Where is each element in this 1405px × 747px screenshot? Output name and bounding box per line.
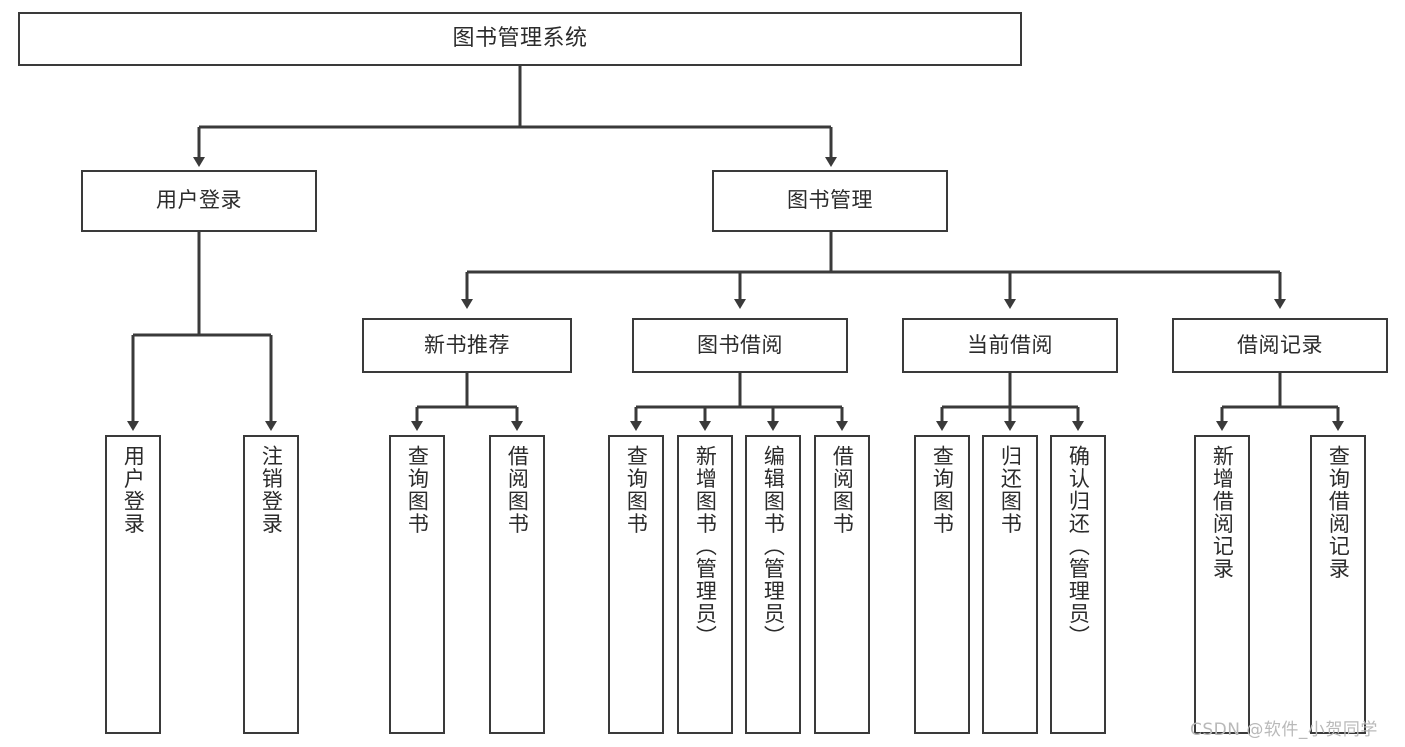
- node-label: 查询图书: [405, 445, 430, 535]
- leaf-query-book-borrow[interactable]: 查询图书: [608, 435, 664, 734]
- node-label: 当前借阅: [967, 332, 1053, 357]
- node-new-book-recommend[interactable]: 新书推荐: [362, 318, 572, 373]
- node-book-management[interactable]: 图书管理: [712, 170, 948, 232]
- node-label: 注销登录: [259, 445, 284, 535]
- node-label: 查询借阅记录: [1326, 445, 1351, 580]
- node-label: 查询图书: [930, 445, 955, 535]
- node-label: 新书推荐: [424, 332, 510, 357]
- node-label: 图书管理: [787, 188, 873, 213]
- leaf-logout[interactable]: 注销登录: [243, 435, 299, 734]
- leaf-query-book-current[interactable]: 查询图书: [914, 435, 970, 734]
- leaf-confirm-return-admin[interactable]: 确认归还（管理员）: [1050, 435, 1106, 734]
- node-label: 用户登录: [121, 445, 146, 535]
- leaf-query-borrow-record[interactable]: 查询借阅记录: [1310, 435, 1366, 734]
- watermark-text: CSDN @软件_小贺同学: [1190, 720, 1378, 740]
- node-label: 新增借阅记录: [1210, 445, 1235, 580]
- node-label: 确认归还（管理员）: [1066, 445, 1091, 648]
- node-label: 图书管理系统: [452, 25, 588, 51]
- leaf-edit-book-admin[interactable]: 编辑图书（管理员）: [745, 435, 801, 734]
- node-label: 归还图书: [998, 445, 1023, 535]
- node-label: 借阅图书: [830, 445, 855, 535]
- node-user-login[interactable]: 用户登录: [81, 170, 317, 232]
- leaf-add-borrow-record[interactable]: 新增借阅记录: [1194, 435, 1250, 734]
- leaf-borrow-book-recommend[interactable]: 借阅图书: [489, 435, 545, 734]
- node-book-borrow[interactable]: 图书借阅: [632, 318, 848, 373]
- leaf-query-book-recommend[interactable]: 查询图书: [389, 435, 445, 734]
- node-label: 图书借阅: [697, 332, 783, 357]
- leaf-add-book-admin[interactable]: 新增图书（管理员）: [677, 435, 733, 734]
- leaf-borrow-book[interactable]: 借阅图书: [814, 435, 870, 734]
- node-label: 新增图书（管理员）: [693, 445, 718, 648]
- node-current-borrow[interactable]: 当前借阅: [902, 318, 1118, 373]
- node-label: 借阅记录: [1237, 332, 1323, 357]
- leaf-user-login[interactable]: 用户登录: [105, 435, 161, 734]
- leaf-return-book[interactable]: 归还图书: [982, 435, 1038, 734]
- node-label: 借阅图书: [505, 445, 530, 535]
- node-label: 编辑图书（管理员）: [761, 445, 786, 648]
- node-label: 查询图书: [624, 445, 649, 535]
- node-borrow-record[interactable]: 借阅记录: [1172, 318, 1388, 373]
- node-root-book-management-system[interactable]: 图书管理系统: [18, 12, 1022, 66]
- node-label: 用户登录: [156, 188, 242, 213]
